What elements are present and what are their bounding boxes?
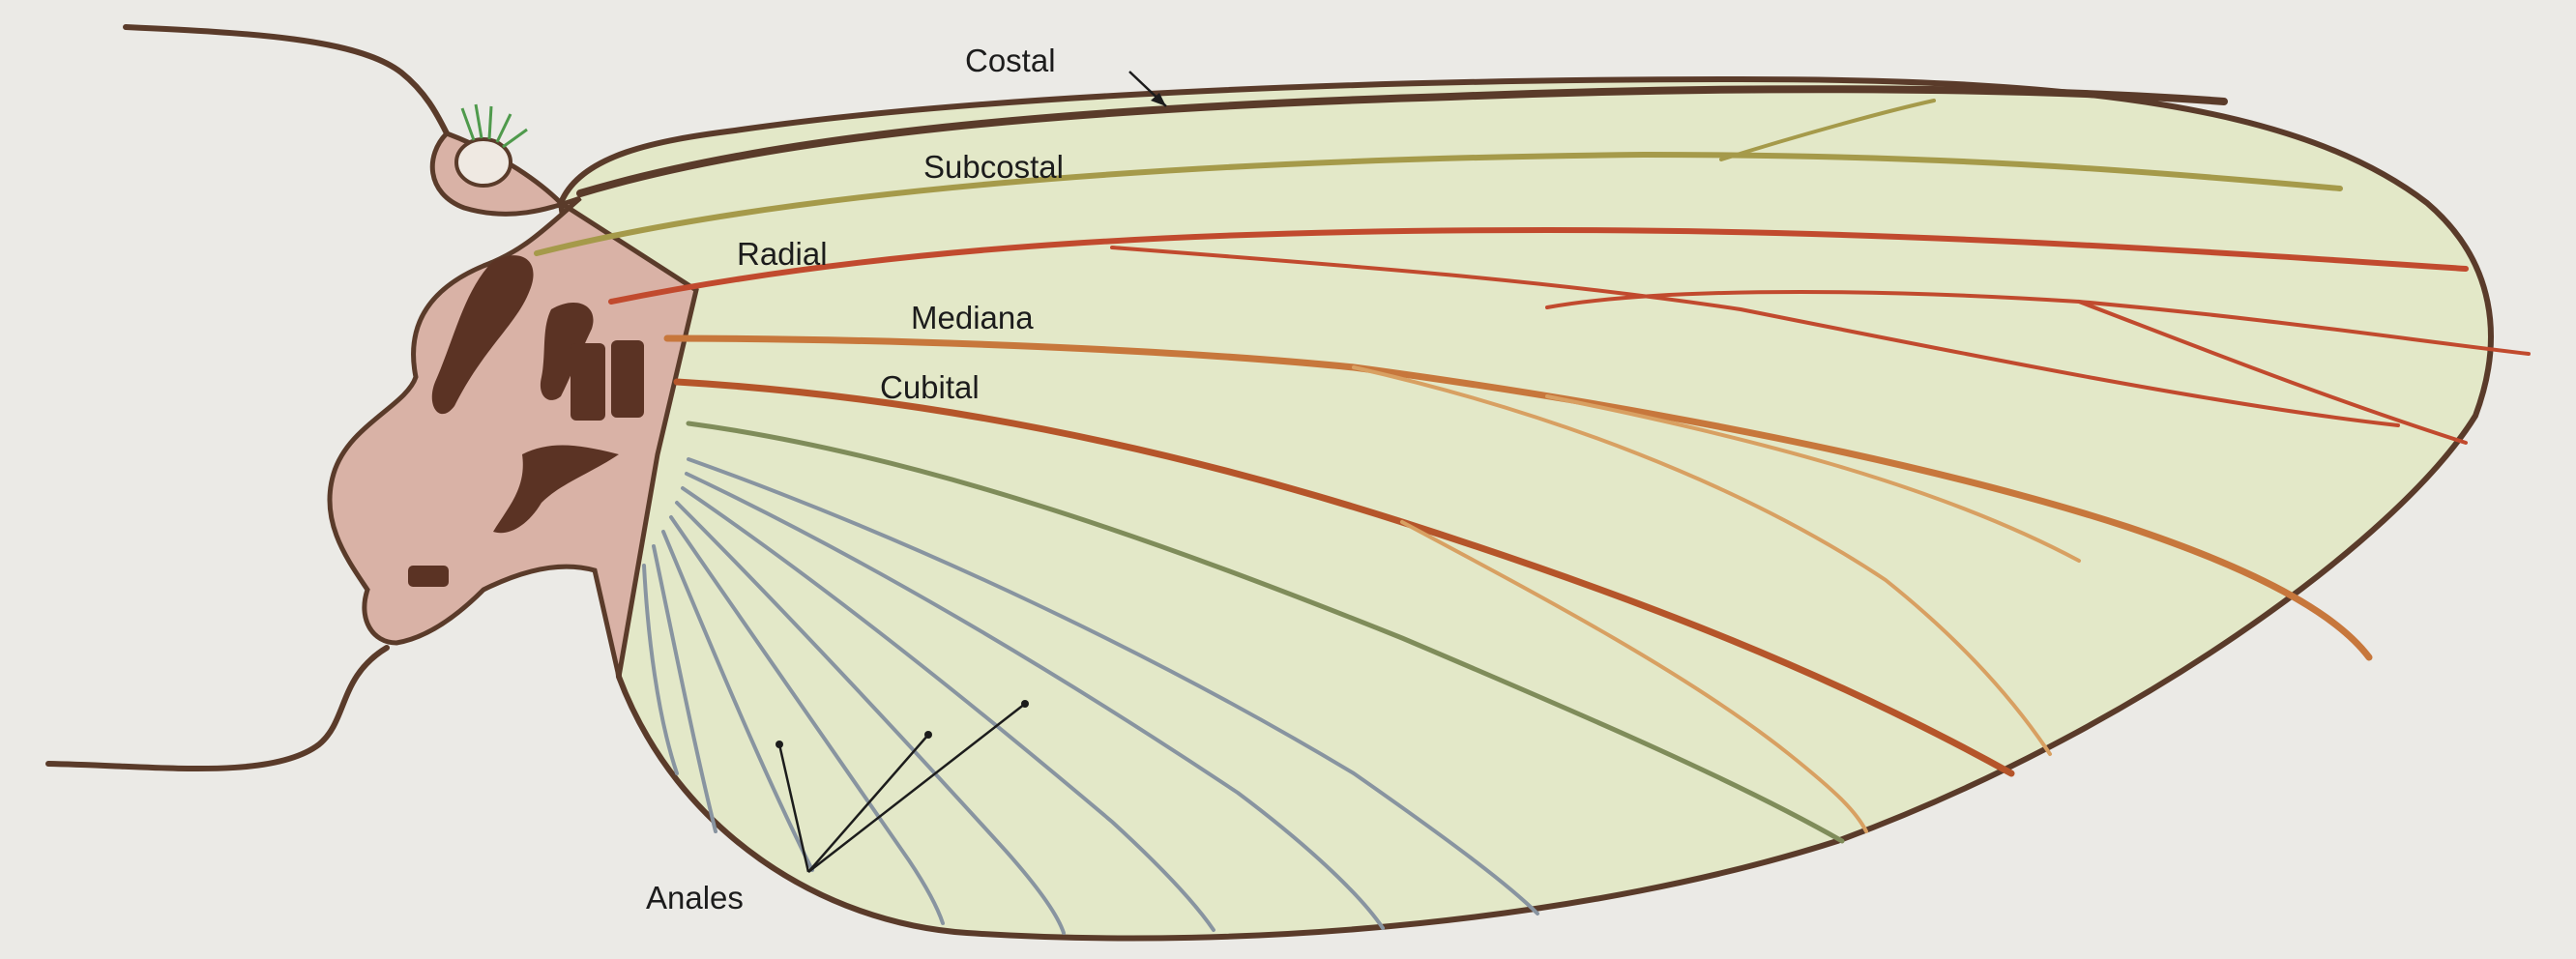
label-cubital: Cubital [880, 369, 980, 405]
label-mediana: Mediana [911, 300, 1034, 335]
wing-membrane [561, 79, 2491, 939]
label-costal: Costal [965, 43, 1056, 78]
thorax-lower-outline [48, 648, 387, 769]
label-radial: Radial [737, 236, 828, 272]
label-anales: Anales [646, 880, 744, 915]
thorax-upper-outline [126, 27, 447, 133]
label-subcostal: Subcostal [923, 149, 1064, 185]
